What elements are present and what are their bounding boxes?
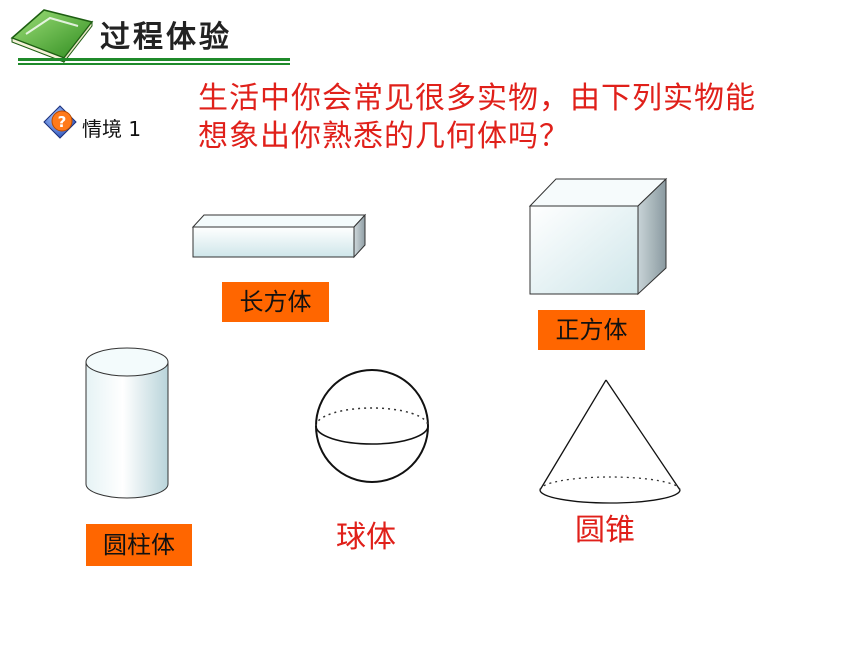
label-sphere: 球体 [336, 520, 396, 555]
question-line-1: 生活中你会常见很多实物，由下列实物能 [198, 81, 756, 116]
cuboid-figure [191, 213, 367, 259]
sphere-figure [315, 369, 429, 483]
header-divider [18, 58, 290, 61]
label-cuboid: 长方体 [222, 282, 329, 322]
cone-figure [539, 379, 681, 504]
label-cone: 圆锥 [575, 513, 635, 548]
cylinder-figure [85, 347, 169, 499]
label-cube: 正方体 [538, 310, 645, 350]
scenario-label: 情境 1 [82, 117, 142, 141]
svg-text:?: ? [58, 113, 67, 131]
book-icon [10, 9, 94, 64]
question-text: 生活中你会常见很多实物，由下列实物能 想象出你熟悉的几何体吗？ [198, 80, 818, 156]
question-line-2: 想象出你熟悉的几何体吗？ [198, 119, 570, 154]
cube-figure [528, 177, 668, 296]
page-title: 过程体验 [100, 20, 232, 55]
label-cylinder: 圆柱体 [86, 524, 192, 566]
header-divider-secondary [18, 63, 290, 65]
question-badge-icon: ? [43, 105, 77, 139]
